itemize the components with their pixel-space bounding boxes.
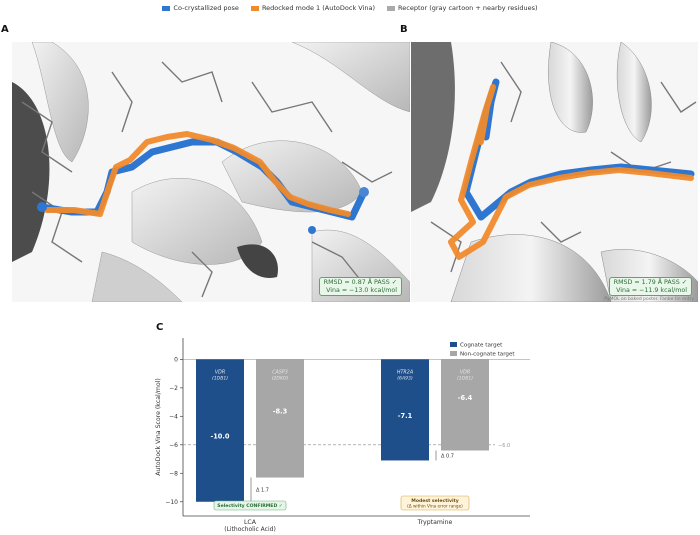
x-category-label: LCA <box>244 519 257 526</box>
legend-label-redocked: Redocked mode 1 (AutoDock Vina) <box>261 4 376 12</box>
chart-legend-label: Non-cognate target <box>460 352 515 358</box>
panel-b-vina: Vina = −11.9 kcal/mol <box>616 286 687 294</box>
panel-b-label: B <box>400 24 408 35</box>
panel-b-render: RMSD = 1.79 Å PASS ✓ Vina = −11.9 kcal/m… <box>411 42 698 302</box>
chart-legend-swatch <box>450 342 457 347</box>
bar-target-label: CASP3 <box>272 369 288 375</box>
y-tick-label: −6 <box>169 442 178 449</box>
bar-value-label: -10.0 <box>210 433 229 441</box>
bar-value-label: -8.3 <box>273 407 288 415</box>
x-category-sublabel: (Lithocholic Acid) <box>224 526 276 533</box>
delta-label: Δ 1.7 <box>256 488 269 494</box>
y-tick-label: −8 <box>169 470 178 477</box>
y-tick-label: −4 <box>169 414 178 421</box>
y-axis-label: AutoDock Vina Score (kcal/mol) <box>155 378 162 476</box>
bar-target-label: HTR2A <box>397 369 413 375</box>
y-tick-label: 0 <box>174 357 178 364</box>
panel-a-molecule-image <box>12 42 410 302</box>
bar-target-label: VDR <box>460 369 470 375</box>
legend-item-receptor: Receptor (gray cartoon + nearby residues… <box>387 4 538 12</box>
y-tick-label: −10 <box>165 499 178 506</box>
bar-pdb-label: (1DB1) <box>212 375 228 381</box>
figure-legend: Co-crystallized pose Redocked mode 1 (Au… <box>0 2 700 14</box>
legend-swatch-cocrystal <box>162 5 171 11</box>
panel-b-rmsd: RMSD = 1.79 Å PASS ✓ <box>613 279 687 286</box>
x-category-label: Tryptamine <box>417 519 453 526</box>
bar-pdb-label: (2DKO) <box>272 375 289 381</box>
bar-noncognate <box>256 359 304 478</box>
panel-a-vina: Vina = −13.0 kcal/mol <box>326 286 397 294</box>
bar-cognate <box>196 359 244 502</box>
selectivity-note-box <box>213 500 287 511</box>
bar-pdb-label: (1DB1) <box>457 375 473 381</box>
bar-value-label: -6.4 <box>458 394 473 402</box>
y-tick-label: −2 <box>169 385 178 392</box>
selectivity-note-line2: (Δ within Vina error range) <box>407 504 463 509</box>
bar-pdb-label: (6A93) <box>397 375 413 381</box>
delta-label: Δ 0.7 <box>441 453 454 459</box>
selectivity-note-box <box>400 495 470 511</box>
bar-target-label: VDR <box>215 369 225 375</box>
chart-legend-label: Cognate target <box>460 343 503 349</box>
threshold-label: −6.0 <box>498 443 510 449</box>
legend-label-receptor: Receptor (gray cartoon + nearby residues… <box>398 4 538 12</box>
panel-c-label: C <box>156 322 164 333</box>
panel-a-metric-box: RMSD = 0.87 Å PASS ✓ Vina = −13.0 kcal/m… <box>318 277 402 296</box>
selectivity-note-line1: Modest selectivity <box>411 498 458 504</box>
legend-item-redocked: Redocked mode 1 (AutoDock Vina) <box>250 4 376 12</box>
legend-label-cocrystal: Co-crystallized pose <box>173 4 239 12</box>
panel-b-watermark: PyMOL on baked poster. Fanbe tin entry <box>604 297 694 302</box>
panel-a-render: RMSD = 0.87 Å PASS ✓ Vina = −13.0 kcal/m… <box>12 42 410 302</box>
bar-value-label: -7.1 <box>398 412 413 420</box>
bar-noncognate <box>441 359 489 451</box>
panel-c-bar-chart: 0 −2 −4 −6 −8 −10 AutoDock Vina Score (kcal/mo… <box>155 338 530 533</box>
panel-a-label: A <box>1 24 9 35</box>
panel-b-molecule-image <box>411 42 698 302</box>
legend-swatch-receptor <box>387 5 396 11</box>
selectivity-note-line1: Selectivity CONFIRMED ✓ <box>217 503 283 509</box>
bar-cognate <box>381 359 429 461</box>
panel-a-rmsd: RMSD = 0.87 Å PASS ✓ <box>323 279 397 286</box>
legend-item-cocrystal: Co-crystallized pose <box>162 4 239 12</box>
panel-b-metric-box: RMSD = 1.79 Å PASS ✓ Vina = −11.9 kcal/m… <box>608 277 692 296</box>
chart-legend-swatch <box>450 351 457 356</box>
legend-swatch-redocked <box>250 5 259 11</box>
